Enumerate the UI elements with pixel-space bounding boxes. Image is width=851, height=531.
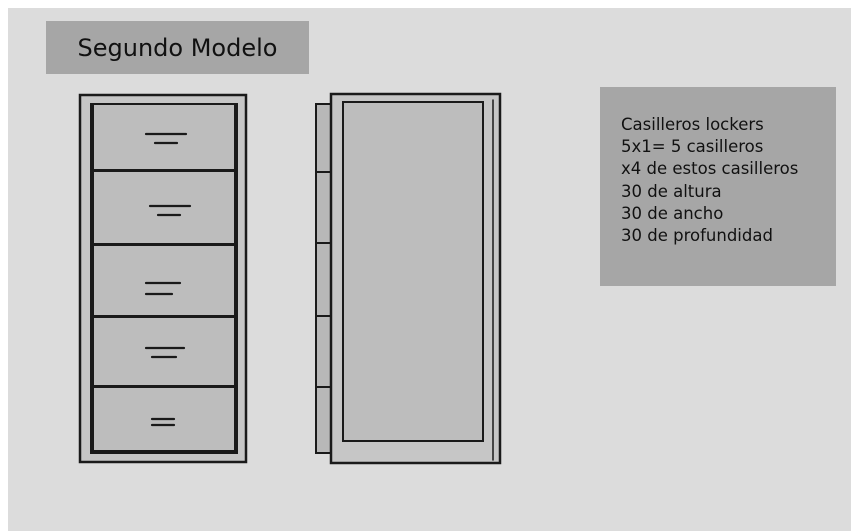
specs-note: Casilleros lockers 5x1= 5 casilleros x4 … bbox=[600, 87, 836, 286]
drawer-1 bbox=[92, 103, 236, 171]
spec-line-2: 5x1= 5 casilleros bbox=[621, 137, 764, 157]
locker-side-view bbox=[315, 92, 502, 465]
drawer-2 bbox=[92, 170, 236, 245]
drawer-handle-2 bbox=[148, 204, 192, 217]
side-panel bbox=[315, 103, 333, 454]
spec-line-3: x4 de estos casilleros bbox=[621, 159, 799, 179]
drawer-handle-4 bbox=[144, 346, 186, 359]
side-door-panel bbox=[342, 101, 484, 442]
spec-line-6: 30 de profundidad bbox=[621, 226, 773, 246]
drawer-handle-5 bbox=[150, 417, 176, 427]
drawer-4 bbox=[92, 316, 236, 387]
spec-line-5: 30 de ancho bbox=[621, 203, 724, 223]
locker-front-view bbox=[78, 93, 248, 464]
drawer-handle-1 bbox=[144, 132, 188, 145]
spec-line-4: 30 de altura bbox=[621, 181, 722, 201]
drawer-handle-3 bbox=[144, 281, 182, 296]
title-label: Segundo Modelo bbox=[46, 21, 309, 74]
drawer-3 bbox=[92, 244, 236, 317]
title-text: Segundo Modelo bbox=[77, 33, 278, 62]
spec-line-1: Casilleros lockers bbox=[621, 115, 764, 134]
